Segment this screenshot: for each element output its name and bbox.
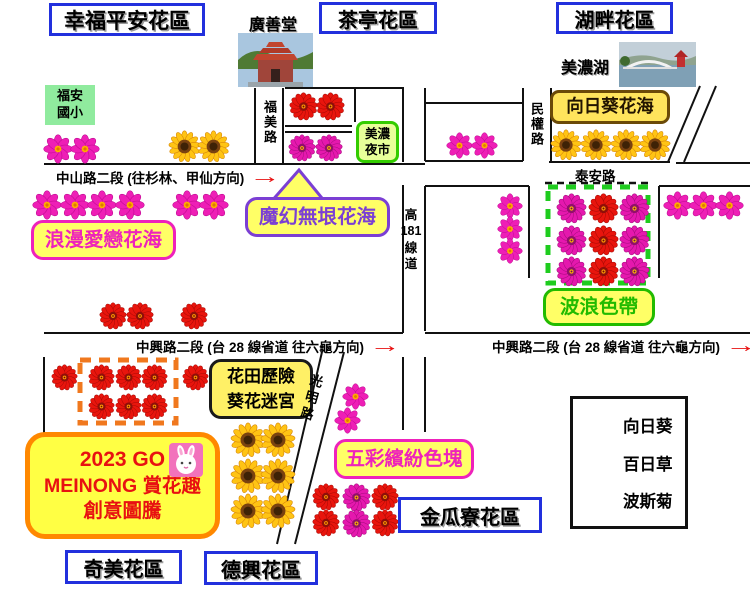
direction-arrow-icon: → (369, 334, 401, 357)
legend (570, 396, 688, 529)
region-xingfu-pingan: 幸福平安花區 (49, 3, 205, 36)
region-chating: 茶亭花區 (319, 2, 437, 34)
legend-cosmos-label: 波斯菊 (623, 493, 673, 511)
region-jinguoliao: 金瓜寮花區 (398, 497, 542, 533)
road-zhongxing-right: 中興路二段 (台 28 線省道 往六龜方向) → (492, 335, 750, 356)
wave-band-field-outline (545, 184, 651, 286)
guangshan-temple-photo (238, 33, 313, 87)
road-taian-text: 泰安路 (575, 169, 616, 184)
colorful-blocks-callout: 五彩繽紛色塊 (334, 439, 474, 479)
direction-arrow-icon: → (725, 335, 750, 356)
road-gao181: 高 181 線 道 (396, 207, 426, 272)
direction-arrow-icon: → (249, 165, 281, 188)
legend-zinnia-label: 百日草 (623, 456, 673, 474)
meinong-night-market: 美濃 夜市 (356, 121, 399, 163)
fuan-elementary-school: 福安 國小 (45, 85, 95, 125)
region-dexing: 德興花區 (204, 551, 318, 585)
road-zhongshan-text: 中山路二段 (往杉林、甲仙方向) (56, 170, 245, 186)
region-hupan: 湖畔花區 (556, 2, 673, 34)
maze-line1: 花田歷險 (227, 366, 295, 386)
event-banner: 2023 GO MEINONG 賞花趣 創意圖騰 (25, 432, 220, 539)
fuan-line2: 國小 (56, 105, 83, 120)
fuan-line1: 福安 (56, 88, 83, 104)
road-zhongshan: 中山路二段 (往杉林、甲仙方向) → (56, 166, 281, 187)
gao181-line1: 高 (404, 208, 418, 222)
banner-line2: MEINONG 賞花趣 (43, 474, 202, 497)
road-zhongxing-right-text: 中興路二段 (台 28 線省道 往六龜方向) (492, 339, 721, 355)
region-qimei: 奇美花區 (65, 550, 182, 584)
magic-boundless-sea-callout: 魔幻無垠花海 (245, 197, 390, 237)
flower-maze-callout: 花田歷險 葵花迷宮 (209, 359, 313, 419)
banner-line1: 2023 GO (79, 447, 166, 471)
legend-sunflower-label: 向日葵 (623, 418, 673, 436)
guangshan-temple-label: 廣善堂 (249, 17, 298, 34)
wave-color-band-callout: 波浪色帶 (543, 288, 655, 326)
gao181-line2: 181 (400, 224, 422, 239)
meinong-lake-photo (619, 42, 696, 87)
maze-line2: 葵花迷宮 (227, 392, 295, 411)
romantic-love-sea-callout: 浪漫愛戀花海 (31, 220, 176, 260)
gao181-line4: 道 (404, 256, 418, 271)
road-taian: 泰安路 (575, 165, 616, 185)
banner-line3: 創意圖騰 (83, 500, 162, 523)
road-zhongxing-left-text: 中興路二段 (台 28 線省道 往六龜方向) (136, 339, 365, 355)
night-market-line2: 夜市 (364, 143, 390, 157)
rabbit-icon (169, 443, 203, 477)
gao181-line3: 線 (404, 240, 418, 255)
road-fumei: 福美路 (262, 100, 277, 145)
road-minquan: 民權路 (529, 102, 544, 147)
road-zhongxing-left: 中興路二段 (台 28 線省道 往六龜方向) → (136, 335, 401, 356)
meinong-lake-label: 美濃湖 (561, 60, 610, 77)
night-market-line1: 美濃 (364, 126, 390, 141)
creative-totem-field-outline (77, 357, 179, 426)
sunflower-sea-callout: 向日葵花海 (550, 90, 670, 124)
